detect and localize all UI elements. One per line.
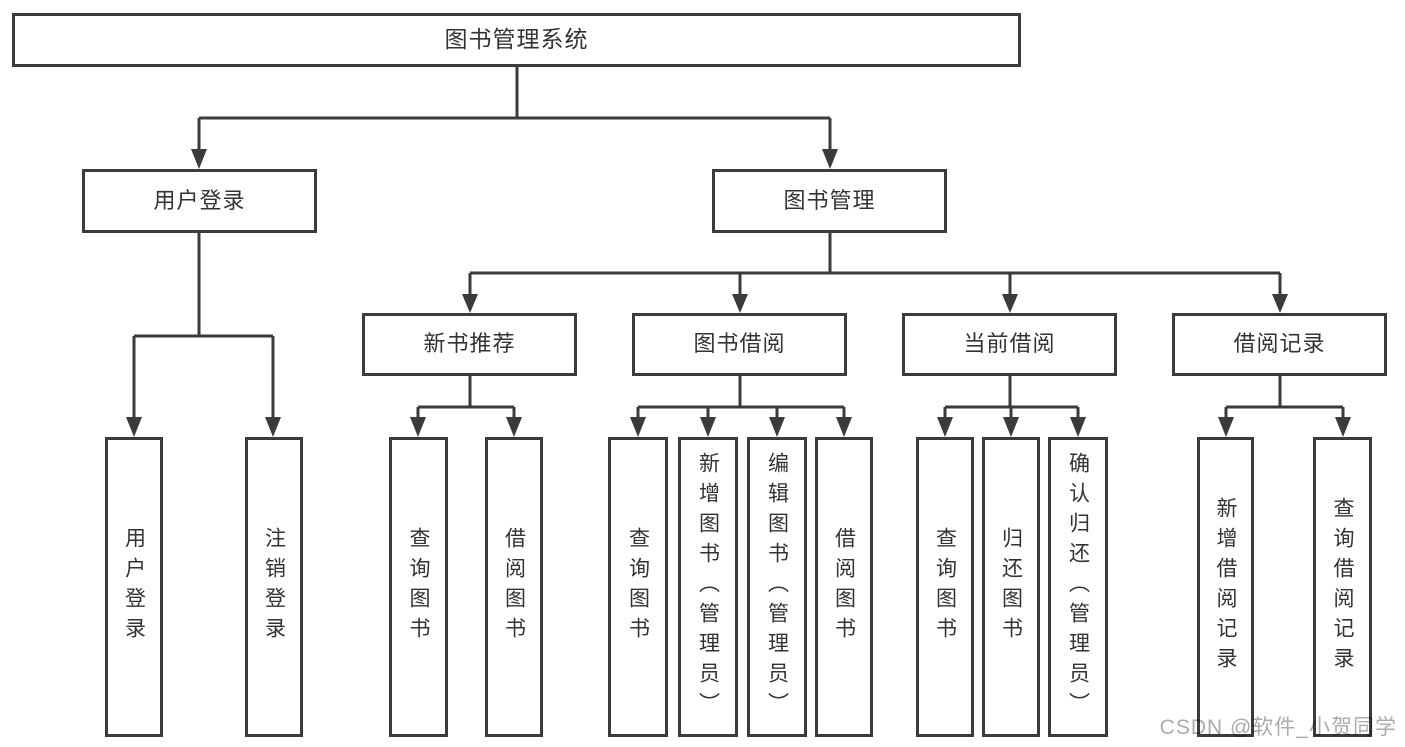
node-query-books-current: 查询图书 [916,437,974,737]
arrowhead-icon [265,417,281,437]
node-query-books-borrow: 查询图书 [608,437,668,737]
arrowhead-icon [937,417,953,437]
connector-current-borrow-branch [943,376,1080,420]
arrowhead-icon [1003,417,1019,437]
node-library-system: 图书管理系统 [12,13,1021,67]
arrowhead-icon [769,417,785,437]
arrowhead-icon [410,417,426,437]
node-edit-book-admin: 编辑图书（管理员） [747,437,807,737]
arrowhead-icon [1002,294,1018,313]
arrowhead-icon [1218,417,1234,437]
arrowhead-icon [732,294,748,313]
arrowhead-icon [1272,294,1288,313]
node-user-login-action: 用户登录 [105,437,163,737]
node-new-book-recommend: 新书推荐 [362,313,577,376]
node-return-book: 归还图书 [982,437,1040,737]
connector-new-book-branch [416,376,516,420]
arrowhead-icon [836,417,852,437]
connector-book-borrow-branch [636,376,846,420]
connector-borrow-records-branch [1224,376,1345,420]
node-confirm-return-admin: 确认归还（管理员） [1048,437,1108,737]
node-current-borrow: 当前借阅 [902,313,1117,376]
arrowhead-icon [630,417,646,437]
connector-root-to-level2 [197,66,832,151]
arrowhead-icon [506,417,522,437]
node-user-login: 用户登录 [82,169,317,233]
arrowhead-icon [126,417,142,437]
node-add-book-admin: 新增图书（管理员） [678,437,738,737]
node-query-books-recommend: 查询图书 [389,437,448,737]
csdn-watermark: CSDN @软件_小贺同学 [1159,716,1397,739]
connector-book-management-branch [468,233,1282,296]
arrowhead-icon [191,149,207,169]
node-logout: 注销登录 [245,437,303,737]
node-borrow-books-recommend: 借阅图书 [485,437,543,737]
node-add-borrow-record: 新增借阅记录 [1197,437,1254,737]
arrowhead-icon [1070,417,1086,437]
node-query-borrow-record: 查询借阅记录 [1313,437,1372,737]
arrowhead-icon [700,417,716,437]
arrowhead-icon [1335,417,1351,437]
node-borrow-records: 借阅记录 [1172,313,1387,376]
connector-user-login-branch [132,233,275,420]
node-book-management: 图书管理 [712,169,947,233]
arrowhead-icon [462,294,478,313]
arrowhead-icon [822,149,838,169]
node-book-borrow: 图书借阅 [632,313,847,376]
node-borrow-books: 借阅图书 [815,437,873,737]
